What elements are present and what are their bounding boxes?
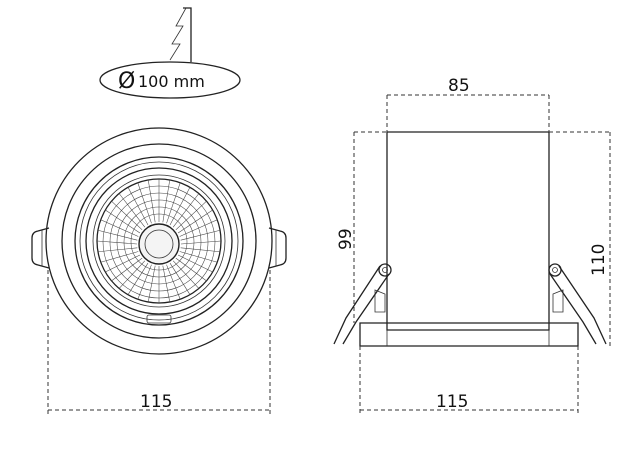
left-spring bbox=[333, 263, 392, 345]
side-view: 85 99 110 115 bbox=[333, 76, 611, 415]
housing-body bbox=[386, 131, 550, 331]
front-view: 115 bbox=[31, 127, 287, 415]
right-height-label: 110 bbox=[589, 244, 609, 276]
reflector-rim bbox=[85, 167, 233, 315]
outer-trim-ring bbox=[45, 127, 273, 355]
diameter-symbol: Ø bbox=[118, 69, 135, 94]
ceiling-edge bbox=[183, 7, 192, 62]
heatsink-fin-grid bbox=[96, 179, 222, 303]
right-spring bbox=[548, 263, 607, 345]
trim-flange bbox=[359, 322, 579, 347]
left-height-label: 99 bbox=[336, 228, 356, 250]
tilt-tab bbox=[146, 314, 172, 324]
right-spring-clip bbox=[268, 227, 287, 269]
reflector-housing-ring bbox=[74, 156, 244, 326]
top-width-label: 85 bbox=[448, 76, 470, 96]
cutout-label: 100 mm bbox=[138, 72, 205, 91]
front-width-label: 115 bbox=[140, 392, 172, 412]
inner-trim-ring bbox=[61, 143, 257, 339]
cutout-indicator: Ø 100 mm bbox=[99, 7, 241, 99]
side-width-label: 115 bbox=[436, 392, 468, 412]
left-spring-clip bbox=[31, 227, 50, 269]
ceiling-hatch bbox=[169, 7, 187, 61]
cutout-ellipse bbox=[99, 61, 241, 99]
